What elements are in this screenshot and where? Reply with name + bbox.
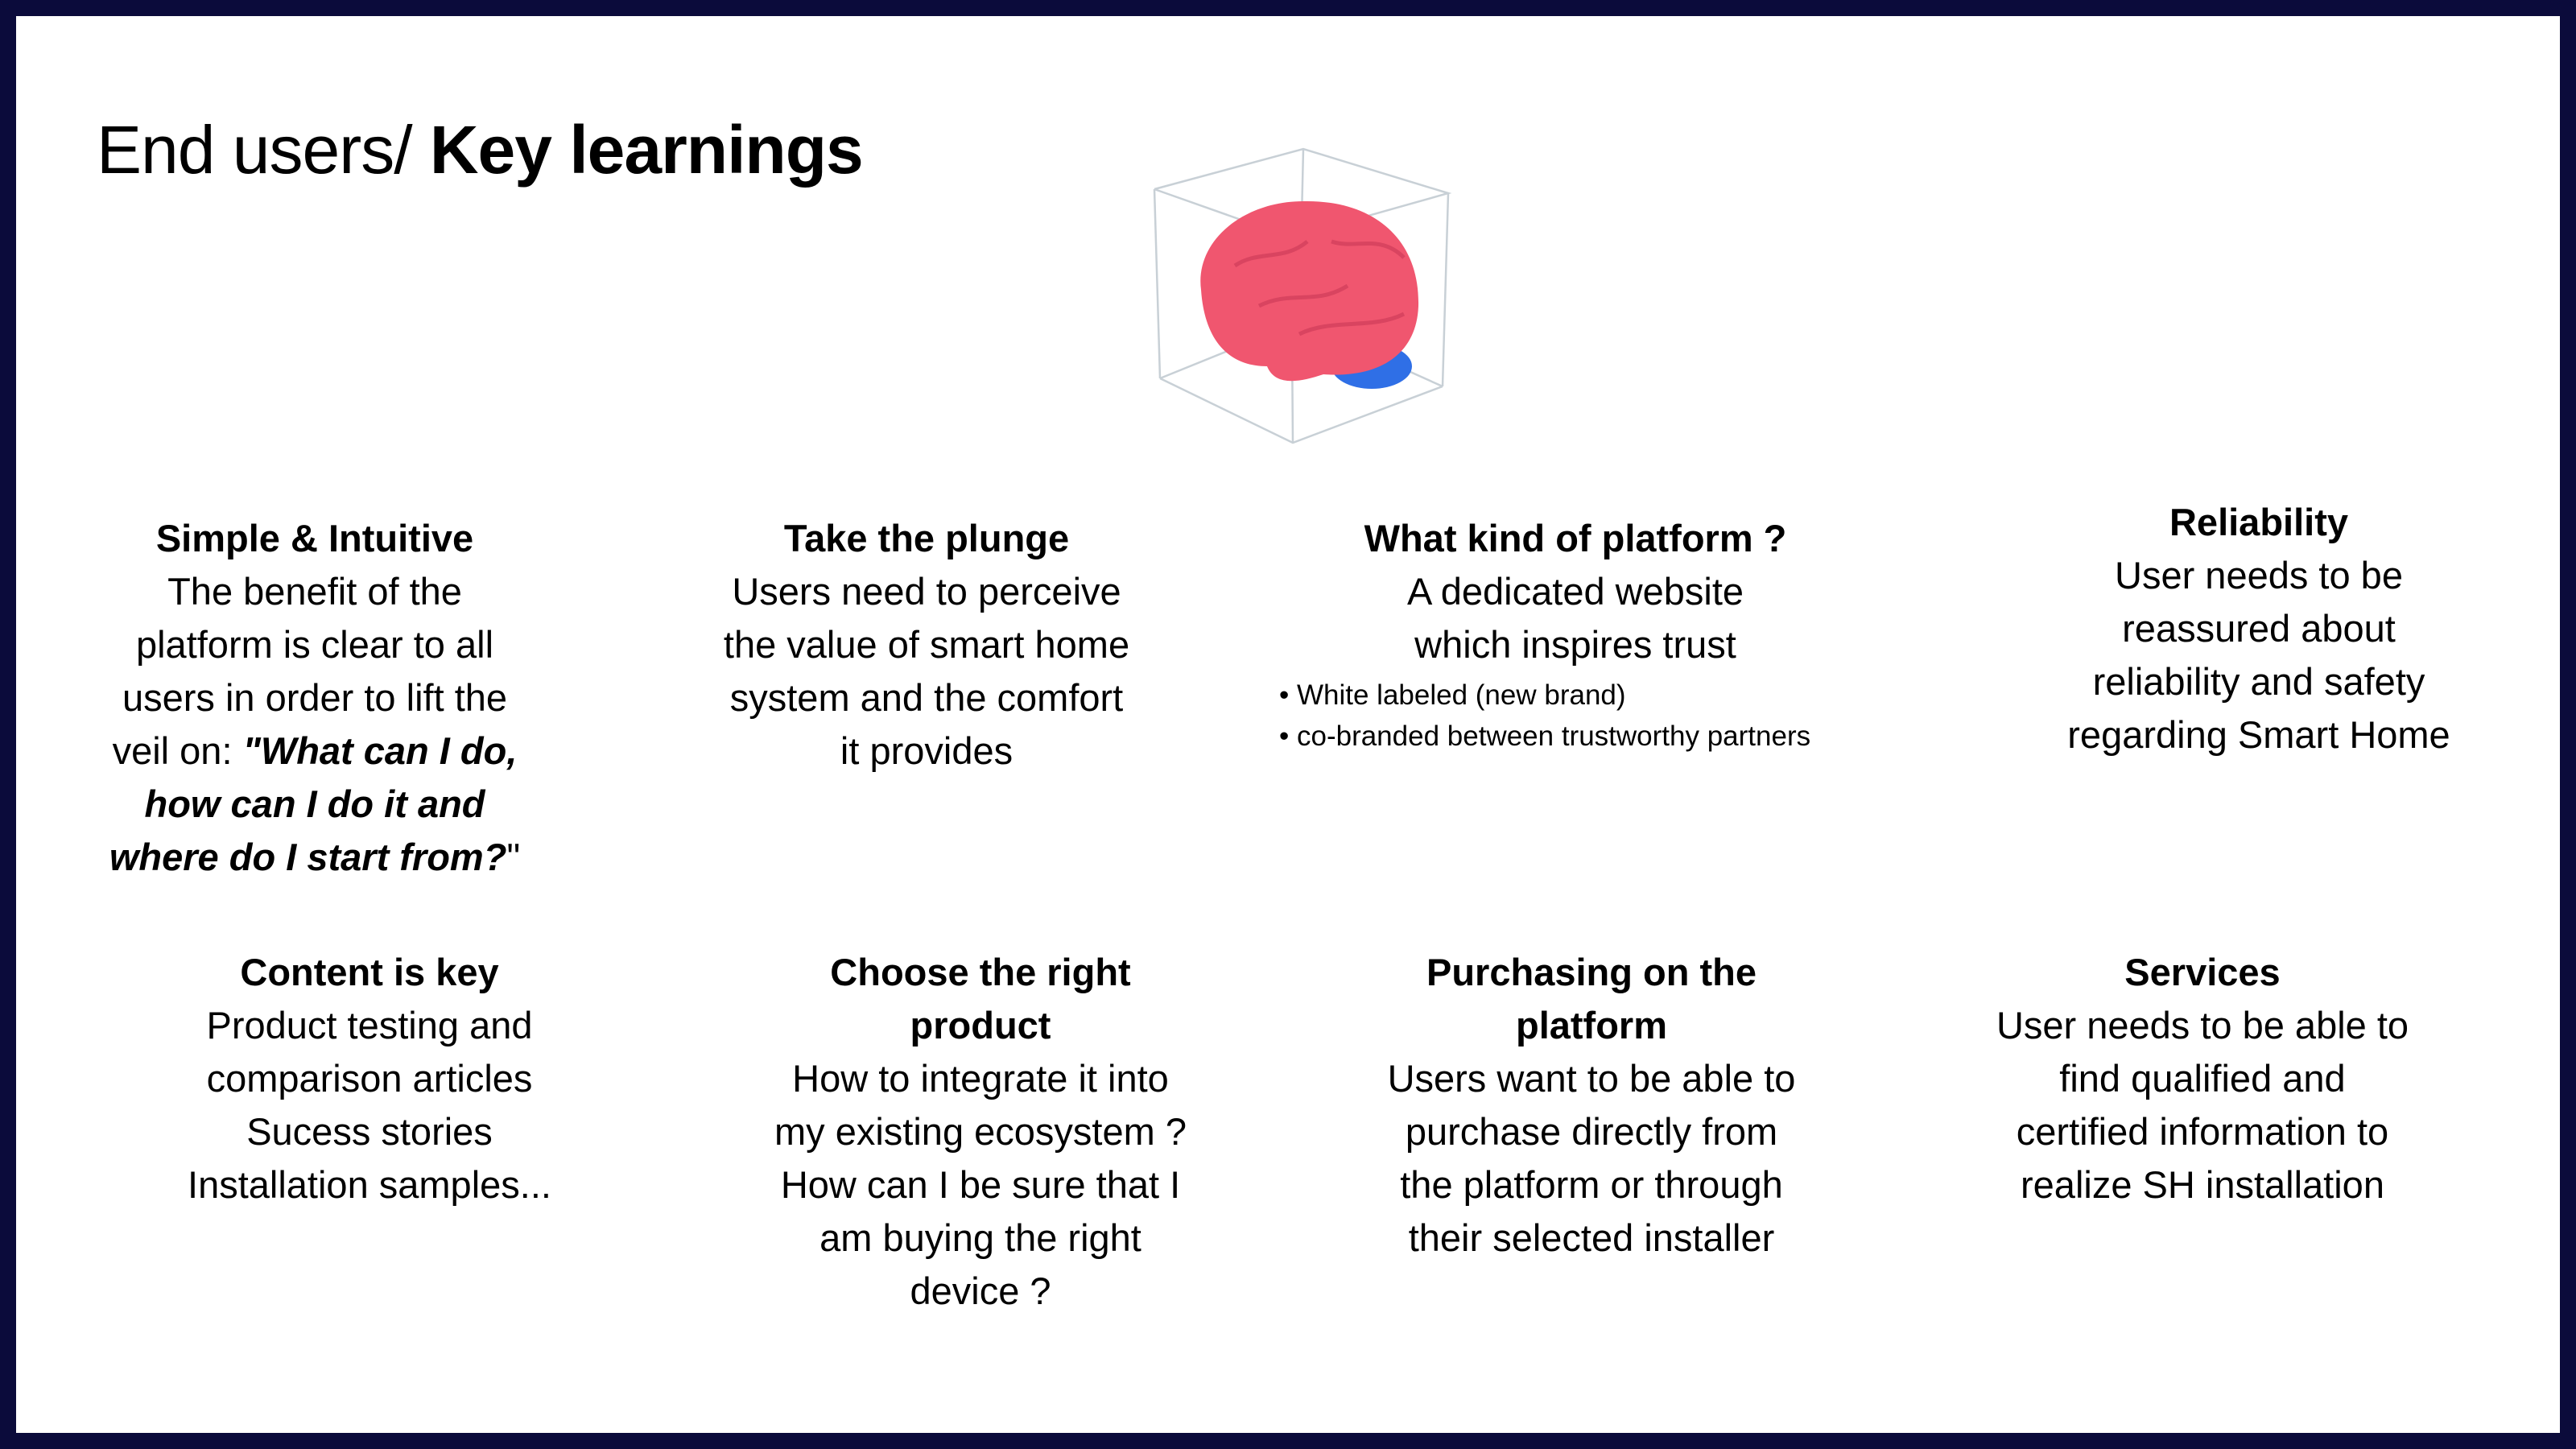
card-line: the platform or through [1400,1163,1783,1206]
card-line: system and the comfort [729,676,1124,719]
title-prefix: End users/ [97,112,430,188]
card-line: am buying the right [819,1216,1141,1259]
quote-line: how can I do it and [144,782,485,825]
card-line: certified information to [2016,1110,2389,1153]
card-services: Services User needs to be able to find q… [1913,946,2492,1212]
card-line: Product testing and [206,1004,533,1046]
card-heading: Choose the right [830,951,1131,993]
card-line: the value of smart home [723,623,1130,666]
card-line: purchase directly from [1405,1110,1778,1153]
card-line: The benefit of the [167,570,462,613]
brain [1200,200,1419,382]
quote-prefix: veil on: [112,729,243,772]
bullet-item: • White labeled (new brand) [1279,679,1626,711]
card-line: their selected installer [1408,1216,1775,1259]
card-line: my existing ecosystem ? [774,1110,1187,1153]
quote-end: " [506,836,521,878]
card-line: Users need to perceive [732,570,1121,613]
card-heading: product [910,1004,1051,1046]
card-line: Sucess stories [246,1110,493,1153]
card-line: User needs to be [2115,554,2403,597]
card-heading: Purchasing on the [1426,951,1757,993]
card-heading: Take the plunge [783,517,1070,559]
card-heading: What kind of platform ? [1364,517,1787,559]
card-heading: Content is key [240,951,499,993]
card-line: veil on: "What can I do, [25,724,605,778]
card-line: it provides [840,729,1013,772]
card-line: realize SH installation [2021,1163,2384,1206]
card-heading: Simple & Intuitive [155,517,474,559]
card-heading: platform [1516,1004,1667,1046]
card-what-kind-of-platform: What kind of platform ? A dedicated webs… [1279,512,1865,757]
card-line: reliability and safety [2092,660,2425,703]
card-line: Users want to be able to [1387,1057,1796,1100]
card-line: regarding Smart Home [2067,713,2450,756]
brain-cube-illustration [1153,147,1452,444]
card-purchasing-on-the-platform: Purchasing on the platform Users want to… [1302,946,1881,1265]
bullet-item: • co-branded between trustworthy partner… [1279,720,1811,752]
card-reliability: Reliability User needs to be reassured a… [1969,496,2549,762]
card-line: device ? [910,1269,1051,1312]
slide: End users/ Key learnings Simple & Intuit… [16,16,2560,1433]
card-content-is-key: Content is key Product testing and compa… [80,946,659,1212]
title-bold: Key learnings [429,112,864,188]
card-line: A dedicated website [1406,570,1744,613]
card-line: users in order to lift the [122,676,508,719]
card-line: How to integrate it into [792,1057,1169,1100]
card-line: reassured about [2122,607,2396,650]
card-simple-intuitive: Simple & Intuitive The benefit of the pl… [25,512,605,884]
card-line: which inspires trust [1414,623,1736,666]
card-line: find qualified and [2059,1057,2346,1100]
card-heading: Reliability [2169,501,2348,543]
card-line: User needs to be able to [1996,1004,2409,1046]
page-title: End users/ Key learnings [97,111,864,189]
quote-line: "What can I do, [242,729,518,772]
card-line: Installation samples... [188,1163,551,1206]
quote-line: where do I start from? [109,836,507,878]
card-line: comparison articles [206,1057,533,1100]
card-heading: Services [2124,951,2281,993]
card-choose-the-right-product: Choose the right product How to integrat… [691,946,1270,1318]
card-line: How can I be sure that I [780,1163,1181,1206]
bullet-list: • White labeled (new brand) • co-branded… [1279,675,1865,757]
card-line: platform is clear to all [135,623,494,666]
card-take-the-plunge: Take the plunge Users need to perceive t… [637,512,1216,778]
